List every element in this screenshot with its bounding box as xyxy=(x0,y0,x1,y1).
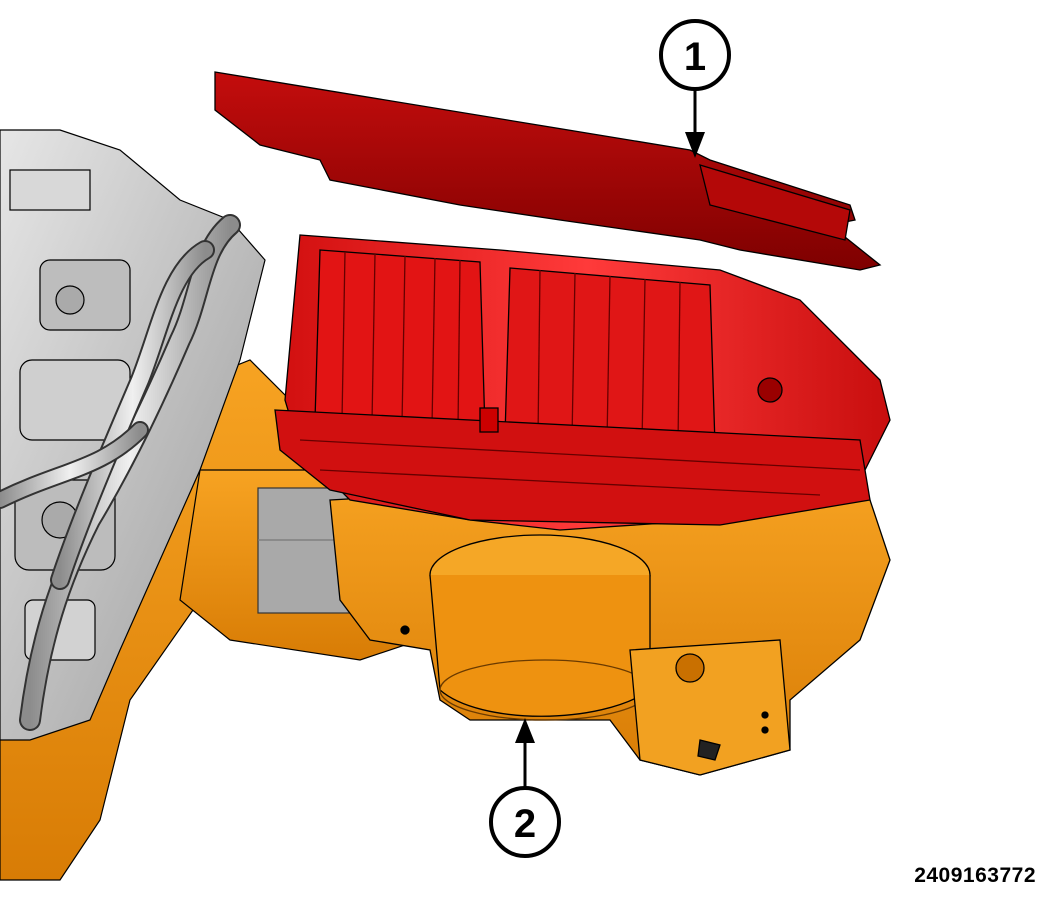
coolant-pipes xyxy=(0,214,241,731)
callout-2-arrowhead xyxy=(515,718,535,743)
callout-2-number: 2 xyxy=(514,802,536,846)
callout-1-arrowhead xyxy=(685,132,705,158)
lower-housing xyxy=(329,469,891,776)
callout-2: 2 xyxy=(489,718,561,858)
callout-1-circle xyxy=(659,19,731,91)
callout-1: 1 xyxy=(659,19,731,158)
callout-1-number: 1 xyxy=(684,35,706,79)
figure-id-number: 2409163772 xyxy=(914,864,1036,887)
upper-housing xyxy=(214,71,891,531)
